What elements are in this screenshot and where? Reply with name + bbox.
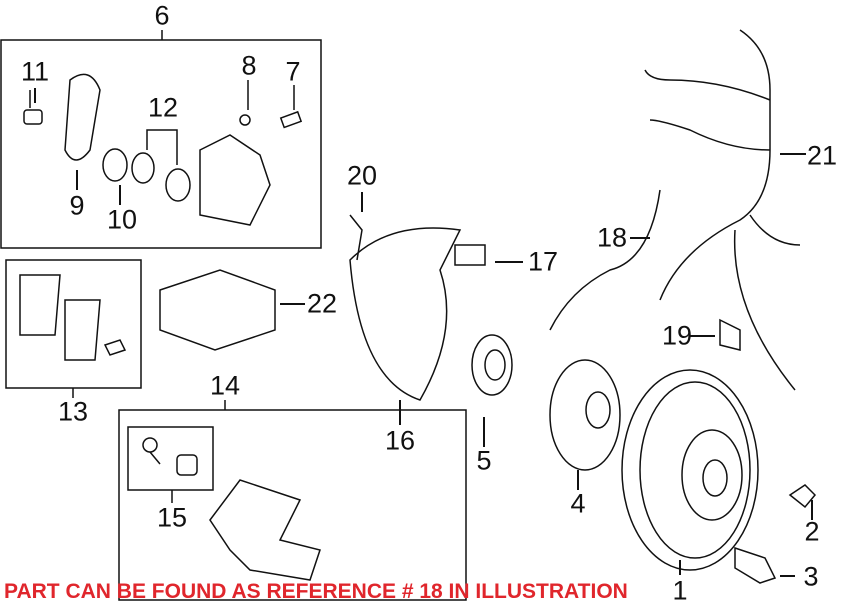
callout-22: 22	[306, 288, 338, 319]
callout-19: 19	[661, 320, 693, 351]
screw-2	[788, 484, 817, 509]
callout-15: 15	[156, 502, 188, 533]
bracket-19	[719, 318, 741, 351]
callout-6: 6	[154, 0, 170, 31]
bracket-20	[349, 214, 363, 261]
callout-20: 20	[346, 160, 378, 191]
callout-10: 10	[106, 204, 138, 235]
bolt-3	[734, 546, 777, 584]
wheel-bearing-5	[471, 334, 513, 396]
box-pads-13	[5, 259, 142, 389]
caliper-bracket	[142, 437, 321, 581]
reference-note: PART CAN BE FOUND AS REFERENCE # 18 IN I…	[4, 580, 628, 603]
box-pin-kit-15	[127, 426, 214, 491]
callout-12: 12	[147, 92, 179, 123]
callout-2: 2	[804, 516, 820, 547]
callout-14: 14	[209, 370, 241, 401]
splash-shield-16	[349, 227, 462, 401]
callout-8: 8	[241, 50, 257, 81]
sensor-cable-18	[549, 189, 661, 331]
wiring-harness-21	[549, 29, 801, 391]
brake-pads	[19, 274, 127, 361]
callout-18: 18	[596, 222, 628, 253]
callout-7: 7	[285, 56, 301, 87]
brake-rotor-1	[621, 369, 759, 571]
box-bracket-14	[118, 409, 467, 601]
caliper-parts	[23, 73, 303, 226]
callout-21: 21	[806, 140, 838, 171]
control-module-22	[159, 269, 276, 351]
callout-5: 5	[476, 445, 492, 476]
box-caliper-6	[0, 39, 322, 249]
callout-11: 11	[20, 56, 50, 87]
callout-17: 17	[527, 246, 559, 277]
callout-4: 4	[570, 488, 586, 519]
callout-3: 3	[803, 561, 819, 592]
callout-9: 9	[69, 190, 85, 221]
callout-13: 13	[57, 396, 89, 427]
callout-16: 16	[384, 425, 416, 456]
hub-4	[549, 359, 621, 471]
callout-1: 1	[672, 575, 688, 606]
bolt-17	[454, 244, 486, 266]
leader-lines	[34, 88, 813, 577]
